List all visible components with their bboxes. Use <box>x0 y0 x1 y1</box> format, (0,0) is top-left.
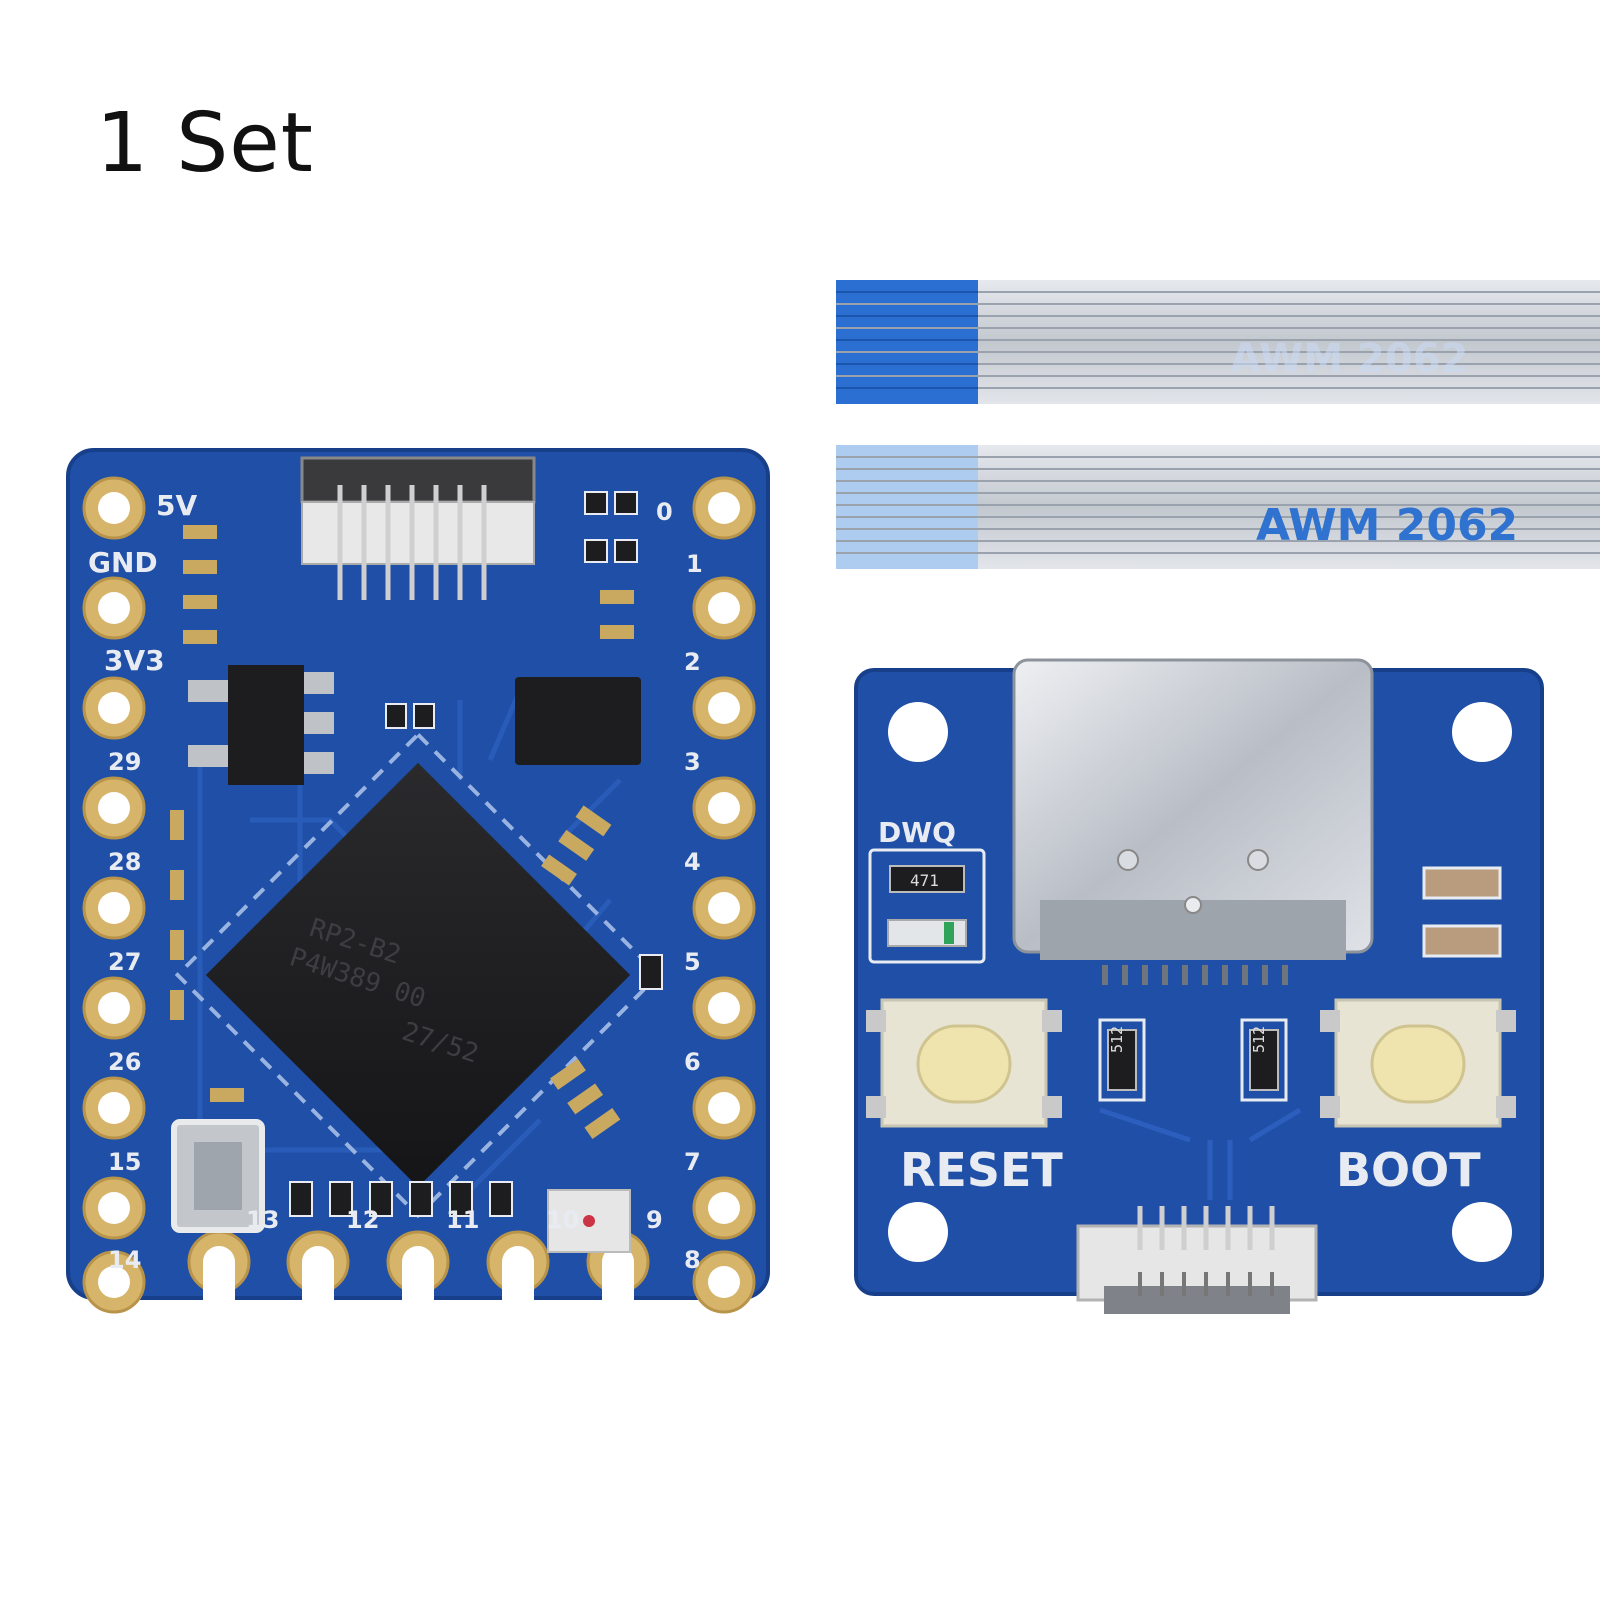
pin-label-9: 9 <box>646 1206 663 1234</box>
pin-label-gnd: GND <box>88 546 158 579</box>
led-resistor-value: 471 <box>910 871 939 890</box>
resistor-b-value: 512 <box>1250 1026 1268 1053</box>
pin-label-2: 2 <box>684 648 701 676</box>
pin-label-0: 0 <box>656 498 673 526</box>
ribbon-cable-bottom: AWM 2062 <box>836 445 1600 569</box>
boot-button[interactable] <box>1320 998 1516 1128</box>
ribbon-cable-top: AWM 2062 <box>836 280 1600 404</box>
set-caption: 1 Set <box>96 96 314 191</box>
pin-label-8: 8 <box>684 1246 701 1274</box>
reset-label: RESET <box>900 1143 1063 1197</box>
pin-label-5: 5 <box>684 948 701 976</box>
pin-label-6: 6 <box>684 1048 701 1076</box>
pin-label-15: 15 <box>108 1148 141 1176</box>
ribbon-top-marking: AWM 2062 <box>1230 336 1468 382</box>
pin-label-13: 13 <box>246 1206 279 1234</box>
pin-label-28: 28 <box>108 848 141 876</box>
reset-button[interactable] <box>866 998 1062 1128</box>
pin-label-5v: 5V <box>156 489 197 522</box>
capacitors <box>1422 866 1502 958</box>
boot-label: BOOT <box>1336 1143 1481 1197</box>
pin-label-12: 12 <box>346 1206 379 1234</box>
pin-label-11: 11 <box>446 1206 479 1234</box>
fpc-connector-main <box>300 456 536 600</box>
pin-label-4: 4 <box>684 848 701 876</box>
fpc-connector-breakout[interactable] <box>1076 1206 1318 1314</box>
ribbon-bottom-marking: AWM 2062 <box>1256 500 1518 551</box>
pin-label-7: 7 <box>684 1148 701 1176</box>
flash-chip <box>515 677 641 765</box>
rgb-led <box>547 1189 631 1253</box>
main-board: RP2-B2 P4W389 00 27/52 <box>66 448 770 1314</box>
breakout-board: DWQ 471 RESET <box>854 658 1544 1314</box>
crystal-oscillator <box>171 1119 265 1233</box>
pin-label-3v3: 3V3 <box>104 644 165 677</box>
pin-label-27: 27 <box>108 948 141 976</box>
voltage-regulator <box>188 665 334 785</box>
pin-label-26: 26 <box>108 1048 141 1076</box>
pin-label-3: 3 <box>684 748 701 776</box>
resistor-a: 512 <box>1098 1018 1146 1102</box>
resistor-a-value: 512 <box>1108 1026 1126 1053</box>
resistor-b: 512 <box>1240 1018 1288 1102</box>
status-led <box>887 919 967 947</box>
pin-label-14: 14 <box>108 1246 141 1274</box>
led-label: DWQ <box>878 816 956 849</box>
pin-label-10: 10 <box>546 1206 579 1234</box>
pin-label-29: 29 <box>108 748 141 776</box>
usb-c-port <box>1012 658 1374 985</box>
pin-label-1: 1 <box>686 550 703 578</box>
led-resistor: 471 <box>889 865 965 893</box>
